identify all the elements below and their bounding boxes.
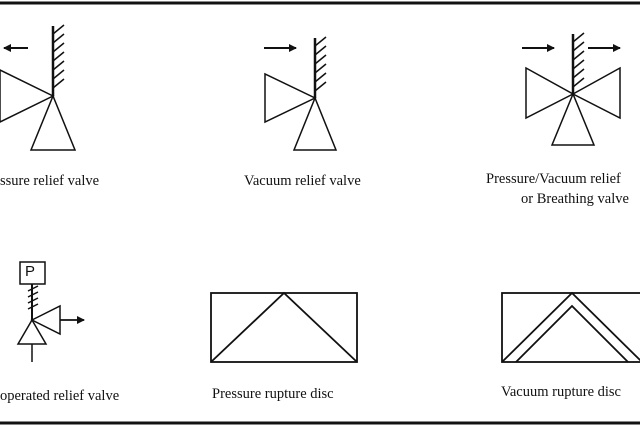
pilot-relief-valve-label: operated relief valve [0, 388, 120, 404]
pv-relief-valve-symbol [522, 32, 621, 146]
pressure-relief-valve-label: ssure relief valve [0, 173, 100, 189]
pressure-rupture-disc-label: Pressure rupture disc [212, 386, 334, 402]
pilot-letter-p: P [25, 263, 36, 280]
pv-relief-valve-label-line1: Pressure/Vacuum relief [486, 171, 621, 187]
vacuum-relief-valve-label: Vacuum relief valve [244, 173, 361, 189]
pressure-relief-valve-symbol [0, 24, 77, 151]
vacuum-rupture-disc-symbol [501, 291, 640, 363]
vacuum-rupture-disc-label: Vacuum rupture disc [501, 384, 621, 400]
pv-relief-valve-label-line2: or Breathing valve [521, 191, 629, 207]
vacuum-relief-valve-symbol [264, 36, 338, 151]
pilot-relief-valve-symbol [16, 261, 85, 362]
pressure-rupture-disc-symbol [210, 291, 358, 363]
